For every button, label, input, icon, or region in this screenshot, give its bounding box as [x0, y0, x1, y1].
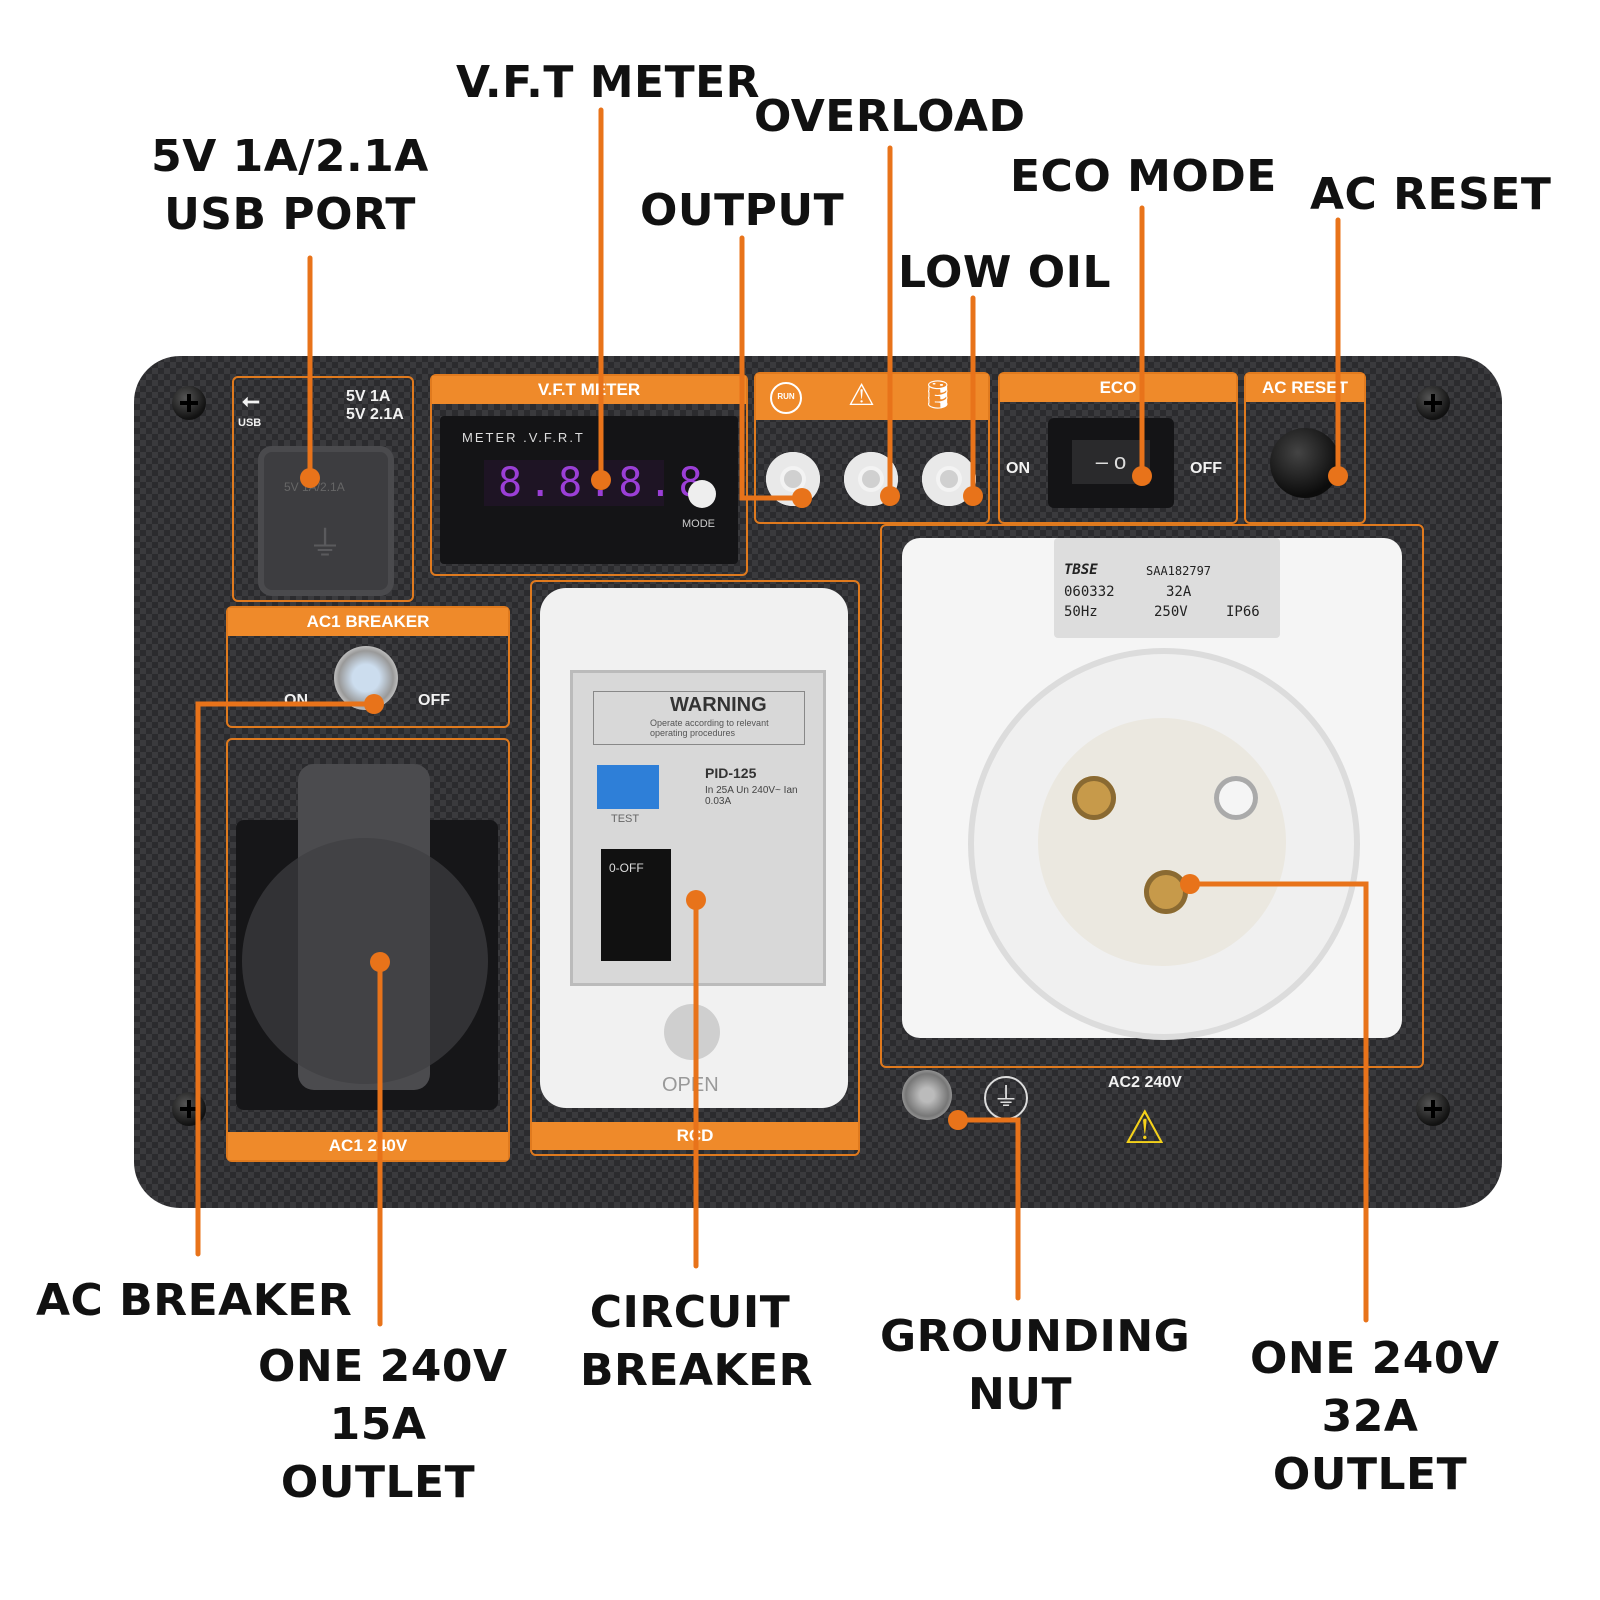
- ac-reset-title: AC RESET: [1246, 374, 1364, 402]
- high-voltage-warning-icon: ⚠: [1124, 1101, 1166, 1153]
- ac1-breaker-title: AC1 BREAKER: [228, 608, 508, 636]
- callout-ac-reset: AC RESET: [1310, 169, 1552, 220]
- callout-output: OUTPUT: [640, 185, 845, 236]
- ac-reset-section: AC RESET: [1244, 372, 1366, 524]
- callout-overload: OVERLOAD: [754, 91, 1026, 142]
- ac1-on-label: ON: [284, 692, 308, 709]
- usb-cap-text: 5V 1A/2.1A: [284, 480, 345, 494]
- output-indicator-light: [766, 452, 820, 506]
- usb-icon: ⭠: [242, 388, 260, 413]
- rcd-open-label: OPEN: [662, 1074, 719, 1096]
- eco-on-label: ON: [1006, 460, 1030, 477]
- ac2-pin: [1144, 870, 1188, 914]
- rcd-warning-box: WARNING Operate according to relevant op…: [593, 691, 805, 745]
- ac1-breaker-section: AC1 BREAKER ON OFF: [226, 606, 510, 728]
- ground-symbol-icon: ⏚: [984, 1076, 1028, 1120]
- screw-icon: [1416, 1092, 1450, 1126]
- callout-vft-meter: V.F.T METER: [456, 57, 761, 108]
- mode-button[interactable]: [688, 480, 716, 508]
- callout-low-oil: LOW OIL: [898, 247, 1112, 298]
- ac1-breaker-button[interactable]: [334, 646, 398, 710]
- callout-32a-outlet: ONE 240V 32A OUTLET: [1250, 1333, 1500, 1500]
- rcd-cover-latch[interactable]: [664, 1004, 720, 1060]
- rcd-test-button[interactable]: [597, 765, 659, 809]
- vft-digit-display: 8.8.8.8: [484, 460, 703, 506]
- vft-meter-section: V.F.T METER METER .V.F.R.T 8.8.8.8 MODE: [430, 374, 748, 576]
- ac2-outlet-section: TBSE SAA182797 060332 32A 50Hz 250V IP66: [880, 524, 1424, 1068]
- overload-warning-icon: ⚠: [848, 379, 875, 412]
- vft-inner-label: METER .V.F.R.T: [462, 430, 585, 445]
- usb-rating-1: 5V 1A: [346, 388, 391, 405]
- callout-15a-outlet: ONE 240V 15A OUTLET: [258, 1341, 508, 1508]
- callout-eco-mode: ECO MODE: [1010, 151, 1277, 202]
- run-icon: RUN: [770, 382, 802, 414]
- screw-icon: [172, 1092, 206, 1126]
- ac1-off-label: OFF: [418, 692, 450, 709]
- ac2-outlet-housing: TBSE SAA182797 060332 32A 50Hz 250V IP66: [902, 538, 1402, 1040]
- rcd-toggle-switch[interactable]: 0-OFF: [601, 849, 671, 961]
- eco-switch[interactable]: – o: [1048, 418, 1174, 508]
- grounding-nut[interactable]: [902, 1070, 952, 1120]
- ac2-pin: [1214, 776, 1258, 820]
- vft-digits: 8.8.8.8: [498, 460, 709, 506]
- usb-section: ⭠ USB 5V 1A 5V 2.1A 5V 1A/2.1A ⏚: [232, 376, 414, 602]
- vft-display-housing: METER .V.F.R.T 8.8.8.8 MODE: [440, 416, 738, 564]
- eco-section: ECO – o ON OFF: [998, 372, 1238, 524]
- rcd-title: RCD: [532, 1122, 858, 1150]
- indicator-section: RUN ⚠ 🛢: [754, 372, 990, 524]
- rcd-housing: WARNING Operate according to relevant op…: [540, 588, 848, 1108]
- ac-reset-button[interactable]: [1270, 428, 1340, 498]
- ac1-outlet-section: AC1 240V: [226, 738, 510, 1162]
- callout-usb-port: 5V 1A/2.1A USB PORT: [151, 131, 429, 240]
- callout-circuit-breaker: CIRCUIT BREAKER: [580, 1287, 814, 1396]
- ac1-outlet-title: AC1 240V: [228, 1132, 508, 1160]
- screw-icon: [1416, 386, 1450, 420]
- low-oil-icon: 🛢: [920, 379, 956, 410]
- rcd-section: WARNING Operate according to relevant op…: [530, 580, 860, 1156]
- usb-icon-label: USB: [238, 417, 262, 429]
- generator-control-panel: ⭠ USB 5V 1A 5V 2.1A 5V 1A/2.1A ⏚ V.F.T M…: [134, 356, 1502, 1208]
- vft-meter-title: V.F.T METER: [432, 376, 746, 404]
- usb-rating-2: 5V 2.1A: [346, 406, 404, 423]
- callout-ac-breaker: AC BREAKER: [36, 1275, 353, 1326]
- rcd-device: WARNING Operate according to relevant op…: [570, 670, 826, 986]
- ac2-pin: [1072, 776, 1116, 820]
- eco-title: ECO: [1000, 374, 1236, 402]
- mode-label: MODE: [682, 518, 715, 530]
- low-oil-indicator-light: [922, 452, 976, 506]
- screw-icon: [172, 386, 206, 420]
- ac2-socket-face: [1038, 718, 1286, 966]
- overload-indicator-light: [844, 452, 898, 506]
- eco-off-label: OFF: [1190, 460, 1222, 477]
- ac2-title: AC2 240V: [1108, 1074, 1182, 1091]
- eco-rocker[interactable]: – o: [1072, 440, 1150, 484]
- callout-grounding-nut: GROUNDING NUT: [880, 1311, 1191, 1420]
- usb-symbol-icon: ⏚: [308, 525, 342, 563]
- ac1-outlet-socket: [242, 838, 488, 1084]
- ac2-rating-plate: TBSE SAA182797 060332 32A 50Hz 250V IP66: [1054, 538, 1280, 638]
- usb-port-cover[interactable]: 5V 1A/2.1A ⏚: [258, 446, 394, 596]
